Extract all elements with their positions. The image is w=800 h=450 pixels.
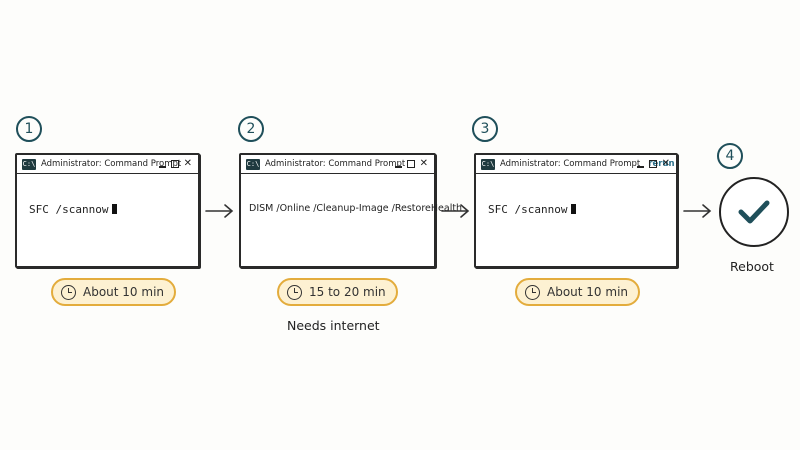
cmd-icon: C:\	[246, 158, 260, 170]
arrow-icon	[683, 204, 712, 218]
duration-badge-1: About 10 min	[51, 278, 177, 306]
close-icon[interactable]: ✕	[419, 158, 428, 169]
step-number-2: 2	[238, 116, 264, 142]
step-number-3: 3	[472, 116, 498, 142]
reboot-check-circle	[719, 177, 789, 247]
window-titlebar: C:\ Administrator: Command Prompt ✕	[17, 155, 198, 174]
maximize-icon[interactable]	[648, 160, 657, 168]
command-text: DISM /Online /Cleanup-Image /RestoreHeal…	[249, 203, 463, 214]
arrow-icon	[205, 204, 234, 218]
command-prompt-window-1: C:\ Administrator: Command Prompt ✕ SFC …	[15, 153, 200, 268]
cmd-icon: C:\	[481, 158, 495, 170]
duration-text: 15 to 20 min	[309, 285, 386, 299]
command-prompt-window-3: C:\ Administrator: Command Prompt rerun …	[474, 153, 678, 268]
step-number-1: 1	[16, 116, 42, 142]
reboot-label: Reboot	[730, 259, 774, 274]
command-line: DISM /Online /Cleanup-Image /RestoreHeal…	[249, 203, 462, 214]
close-icon[interactable]: ✕	[183, 158, 192, 169]
maximize-icon[interactable]	[406, 160, 415, 168]
window-controls: ✕	[394, 157, 428, 171]
cmd-icon: C:\	[22, 158, 36, 170]
window-controls: ✕	[158, 157, 192, 171]
rerun-tag: rerun	[648, 159, 675, 169]
arrow-icon	[441, 204, 470, 218]
duration-text: About 10 min	[547, 285, 629, 299]
window-titlebar: C:\ Administrator: Command Prompt ✕	[241, 155, 434, 174]
window-titlebar: C:\ Administrator: Command Prompt rerun …	[476, 155, 676, 174]
minimize-icon[interactable]	[394, 166, 402, 168]
step-note: Needs internet	[287, 318, 380, 333]
window-title: Administrator: Command Prompt	[500, 159, 641, 169]
check-icon	[738, 200, 770, 224]
clock-icon	[287, 284, 302, 300]
minimize-icon[interactable]	[158, 166, 166, 168]
clock-icon	[61, 284, 76, 300]
duration-badge-2: 15 to 20 min	[277, 278, 398, 306]
command-prompt-window-2: C:\ Administrator: Command Prompt ✕ DISM…	[239, 153, 462, 268]
command-text: SFC /scannow	[488, 203, 568, 216]
close-icon[interactable]: ✕	[661, 158, 670, 169]
command-text: SFC /scannow	[29, 203, 109, 216]
cursor-icon	[571, 204, 577, 214]
window-title: Administrator: Command Prompt	[265, 159, 406, 169]
duration-badge-3: About 10 min	[515, 278, 641, 306]
command-line: SFC /scannow	[29, 203, 118, 216]
clock-icon	[525, 284, 540, 300]
command-line: SFC /scannow	[488, 203, 577, 216]
window-title: Administrator: Command Prompt	[41, 159, 182, 169]
maximize-icon[interactable]	[170, 160, 179, 168]
cursor-icon	[112, 204, 118, 214]
minimize-icon[interactable]	[636, 166, 644, 168]
step-number-4: 4	[717, 143, 743, 169]
duration-text: About 10 min	[83, 285, 165, 299]
window-controls: ✕	[636, 157, 670, 171]
